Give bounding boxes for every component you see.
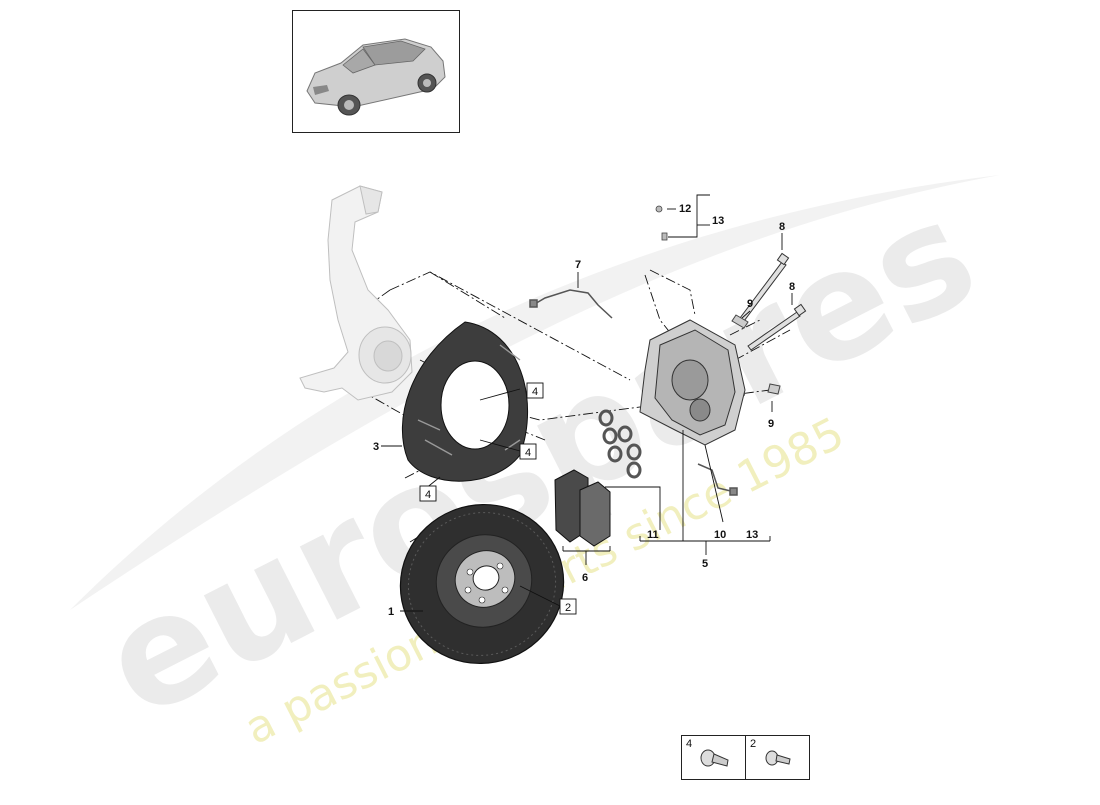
watermark: eurospares a passion for parts since 198… bbox=[70, 166, 1001, 755]
wear-sensors bbox=[529, 289, 738, 496]
watermark-brand: eurospares bbox=[77, 166, 1001, 752]
retaining-clips bbox=[731, 314, 781, 395]
bleeder-screw bbox=[655, 205, 668, 241]
seal-rings bbox=[598, 409, 642, 479]
legend-item-4: 4 bbox=[682, 736, 745, 779]
callout-6: 6 bbox=[582, 572, 588, 584]
callout-8-top: 8 bbox=[779, 221, 785, 233]
callout-12: 12 bbox=[679, 203, 691, 215]
callout-1: 1 bbox=[388, 606, 394, 618]
screw-icon bbox=[765, 750, 791, 766]
callout-2-box: 2 bbox=[565, 602, 571, 614]
hardware-legend: 4 2 bbox=[681, 735, 810, 780]
callout-13-bottom: 13 bbox=[746, 529, 758, 541]
callout-9-bottom: 9 bbox=[768, 418, 774, 430]
brake-pads bbox=[554, 469, 611, 547]
brake-caliper bbox=[639, 319, 746, 446]
legend-number: 2 bbox=[750, 738, 757, 750]
callout-4-box-b: 4 bbox=[525, 447, 531, 459]
callout-10: 10 bbox=[714, 529, 726, 541]
steering-knuckle bbox=[299, 185, 413, 401]
callout-9-top: 9 bbox=[747, 298, 753, 310]
legend-number: 4 bbox=[686, 738, 693, 750]
callout-4-box-a: 4 bbox=[532, 386, 538, 398]
car-icon bbox=[306, 38, 446, 116]
callout-leaders bbox=[381, 194, 793, 612]
callout-4-box-c: 4 bbox=[425, 489, 431, 501]
vehicle-thumbnail bbox=[292, 10, 460, 133]
callout-7: 7 bbox=[575, 259, 581, 271]
callout-11: 11 bbox=[647, 529, 659, 541]
brake-shield bbox=[401, 321, 528, 482]
brake-disc bbox=[399, 503, 565, 665]
callout-8-bottom: 8 bbox=[789, 281, 795, 293]
bolt-icon bbox=[700, 749, 729, 767]
callout-5: 5 bbox=[702, 558, 708, 570]
callout-3: 3 bbox=[373, 441, 379, 453]
callouts: 3 1 7 8 8 9 9 12 13 6 11 10 13 5 4 4 4 2 bbox=[373, 203, 795, 618]
callout-13-top: 13 bbox=[712, 215, 724, 227]
legend-item-2: 2 bbox=[745, 736, 809, 779]
